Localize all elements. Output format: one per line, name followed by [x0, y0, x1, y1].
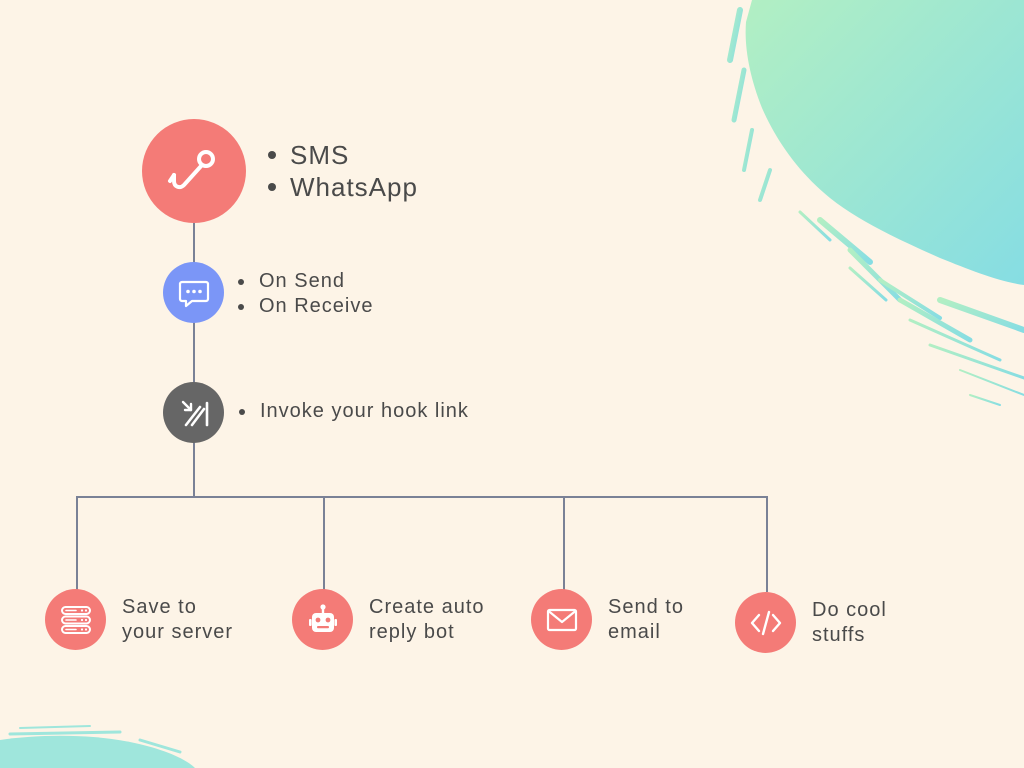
connector-branch-3: [563, 496, 565, 592]
hook-icon: [168, 150, 215, 190]
action-label-line: your server: [122, 621, 234, 643]
connector-horizontal-bus: [76, 496, 768, 498]
action-label-email: Send to email: [608, 595, 684, 645]
chat-bubble-icon: [178, 280, 209, 307]
channel-item: SMS: [266, 139, 418, 171]
event-list: On Send On Receive: [237, 269, 374, 319]
action-label-line: Send to: [608, 596, 684, 618]
action-label-line: Create auto: [369, 596, 485, 618]
action-label-line: email: [608, 621, 661, 643]
connector-branch-1: [76, 496, 78, 592]
server-icon: [60, 605, 91, 634]
connector-branch-2: [323, 496, 325, 592]
events-node: [163, 262, 224, 323]
action-label-line: stuffs: [812, 624, 866, 646]
action-node-code: [735, 592, 796, 653]
channel-list: SMS WhatsApp: [266, 139, 418, 203]
connector-branch-4: [766, 496, 768, 592]
action-label-server: Save to your server: [122, 595, 233, 645]
action-label-line: reply bot: [369, 621, 455, 643]
channel-item: WhatsApp: [266, 171, 418, 203]
mail-icon: [546, 608, 577, 631]
action-node-server: [45, 589, 106, 650]
hook-node: [142, 119, 246, 223]
invoke-node: [163, 382, 224, 443]
event-item: On Receive: [237, 294, 374, 319]
decorative-brush-top-right: [727, 0, 1024, 406]
connector-top-vertical: [193, 215, 195, 497]
action-label-line: Save to: [122, 596, 197, 618]
action-node-email: [531, 589, 592, 650]
event-item: On Send: [237, 269, 374, 294]
action-node-bot: [292, 589, 353, 650]
robot-icon: [308, 603, 337, 632]
action-label-bot: Create auto reply bot: [369, 595, 485, 645]
invoke-item: Invoke your hook link: [238, 399, 469, 424]
code-icon: [750, 610, 781, 635]
action-label-line: Do cool: [812, 599, 887, 621]
invoke-list: Invoke your hook link: [238, 399, 469, 424]
action-label-code: Do cool stuffs: [812, 598, 887, 648]
webhook-arrows-icon: [181, 400, 208, 426]
decorative-brush-bottom-left: [0, 725, 195, 768]
